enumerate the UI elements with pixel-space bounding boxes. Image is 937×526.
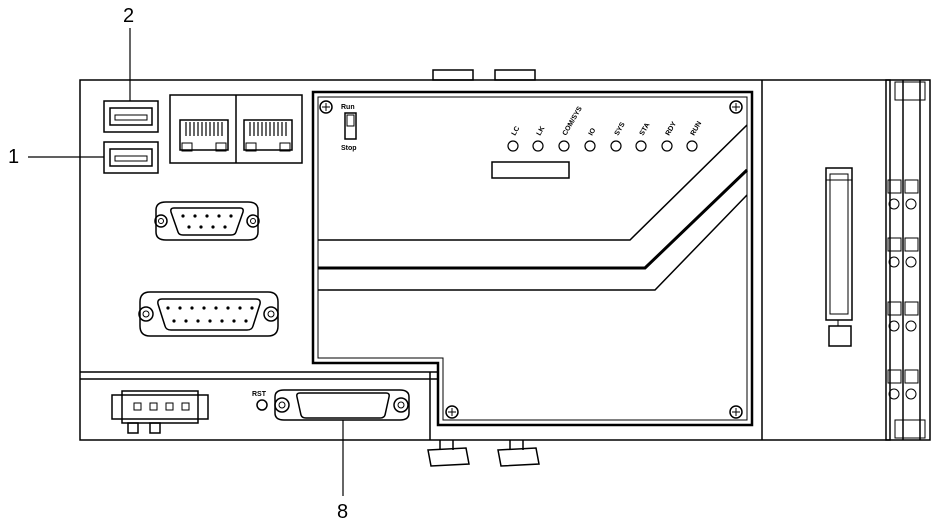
- led-label: STA: [639, 122, 652, 137]
- dsub-9-port: [154, 201, 260, 241]
- switch-stop-label: Stop: [341, 145, 357, 152]
- led-label: IO: [588, 127, 598, 137]
- reset-button: [256, 399, 268, 411]
- ethernet-contacts: [185, 122, 287, 136]
- panel-line-2: [318, 168, 749, 270]
- top-tab-left: [432, 69, 474, 81]
- power-connector: [111, 390, 209, 434]
- led-label: COM/SYS: [562, 105, 584, 137]
- reset-label: RST: [252, 391, 267, 398]
- led-label: RDY: [665, 120, 679, 137]
- led-sta: [635, 140, 647, 152]
- usb-port-top: [103, 100, 159, 133]
- dsub-bottom-port: [274, 389, 410, 421]
- dsub-pins: [166, 214, 254, 323]
- cable-gland-right: [497, 440, 540, 467]
- switch-run-label: Run: [341, 104, 355, 111]
- housing: [79, 79, 891, 441]
- run-stop-switch: [344, 112, 357, 140]
- front-panel-outline: [311, 90, 754, 427]
- led-io: [584, 140, 596, 152]
- card-slot: [825, 167, 853, 347]
- callout-8: 8: [337, 501, 349, 523]
- cable-gland-left: [427, 440, 470, 467]
- led-rdy: [661, 140, 673, 152]
- led-label: LK: [536, 125, 547, 137]
- top-tab-right: [494, 69, 536, 81]
- led-run: [686, 140, 698, 152]
- status-leds: [507, 140, 698, 152]
- led-label: SYS: [614, 121, 627, 137]
- label-window: [491, 161, 570, 179]
- panel-screw-top-left: [319, 100, 333, 114]
- ethernet-port-2: [243, 119, 293, 152]
- led-lc: [507, 140, 519, 152]
- led-label: RUN: [690, 120, 704, 137]
- led-com-sys: [558, 140, 570, 152]
- callout-1: 1: [8, 146, 20, 168]
- panel-screw-bottom-left: [445, 405, 459, 419]
- usb-port-bottom: [103, 141, 159, 174]
- led-label: LC: [511, 125, 522, 137]
- panel-line-3: [318, 194, 748, 291]
- ethernet-port-1: [179, 119, 229, 152]
- led-lk: [532, 140, 544, 152]
- panel-screw-bottom-right: [729, 405, 743, 419]
- panel-screw-top-right: [729, 100, 743, 114]
- panel-line-1: [318, 124, 748, 241]
- terminal-block: [885, 79, 931, 441]
- callout-2: 2: [123, 5, 135, 27]
- led-sys: [610, 140, 622, 152]
- dsub-15-port: [138, 291, 279, 337]
